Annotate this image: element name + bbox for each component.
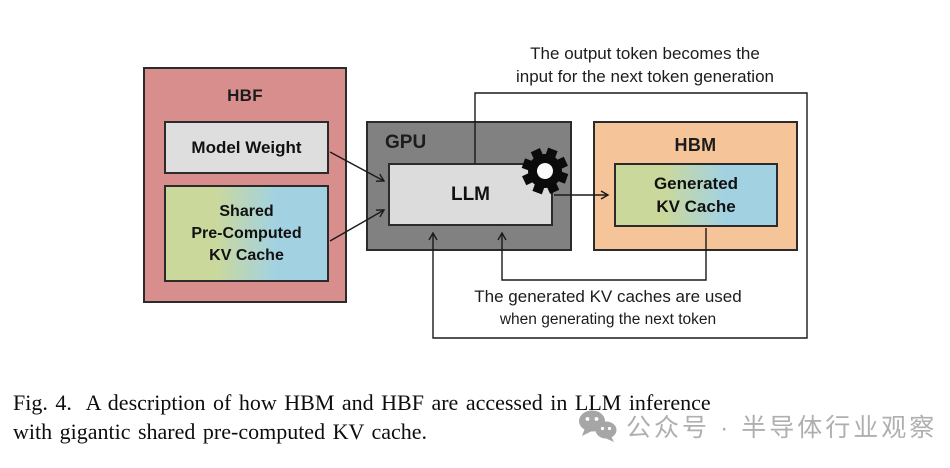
- annotation-line: when generating the next token: [499, 311, 717, 328]
- hbf-title: HBF: [227, 86, 263, 105]
- gpu-title: GPU: [385, 132, 427, 153]
- model-weight-box: Model Weight: [164, 121, 329, 174]
- llm-box: LLM: [388, 163, 553, 226]
- generated-kv-cache-box: Generated KV Cache: [614, 163, 778, 227]
- shared-kv-line: Pre-Computed: [191, 224, 302, 242]
- annotation-line: input for the next token generation: [515, 67, 774, 86]
- generated-kv-line: Generated: [653, 174, 739, 193]
- watermark-text: 公众号 · 半导体行业观察: [626, 414, 938, 442]
- hbm-title: HBM: [674, 135, 717, 155]
- annotation-generated-kv: The generated KV caches are used when ge…: [418, 285, 798, 331]
- wechat-icon: [579, 410, 617, 442]
- annotation-line: The output token becomes the: [530, 44, 760, 63]
- model-weight-label: Model Weight: [191, 137, 302, 157]
- shared-kv-line: Shared: [219, 202, 274, 220]
- shared-kv-cache-box: Shared Pre-Computed KV Cache: [164, 185, 329, 282]
- annotation-line: The generated KV caches are used: [474, 287, 742, 306]
- watermark: 公众号 · 半导体行业观察: [578, 408, 937, 444]
- generated-kv-line: KV Cache: [656, 197, 736, 216]
- shared-kv-line: KV Cache: [209, 246, 284, 264]
- caption-line: with gigantic shared pre-computed KV cac…: [13, 419, 428, 444]
- llm-label: LLM: [450, 183, 491, 205]
- annotation-output-token: The output token becomes the input for t…: [440, 42, 850, 88]
